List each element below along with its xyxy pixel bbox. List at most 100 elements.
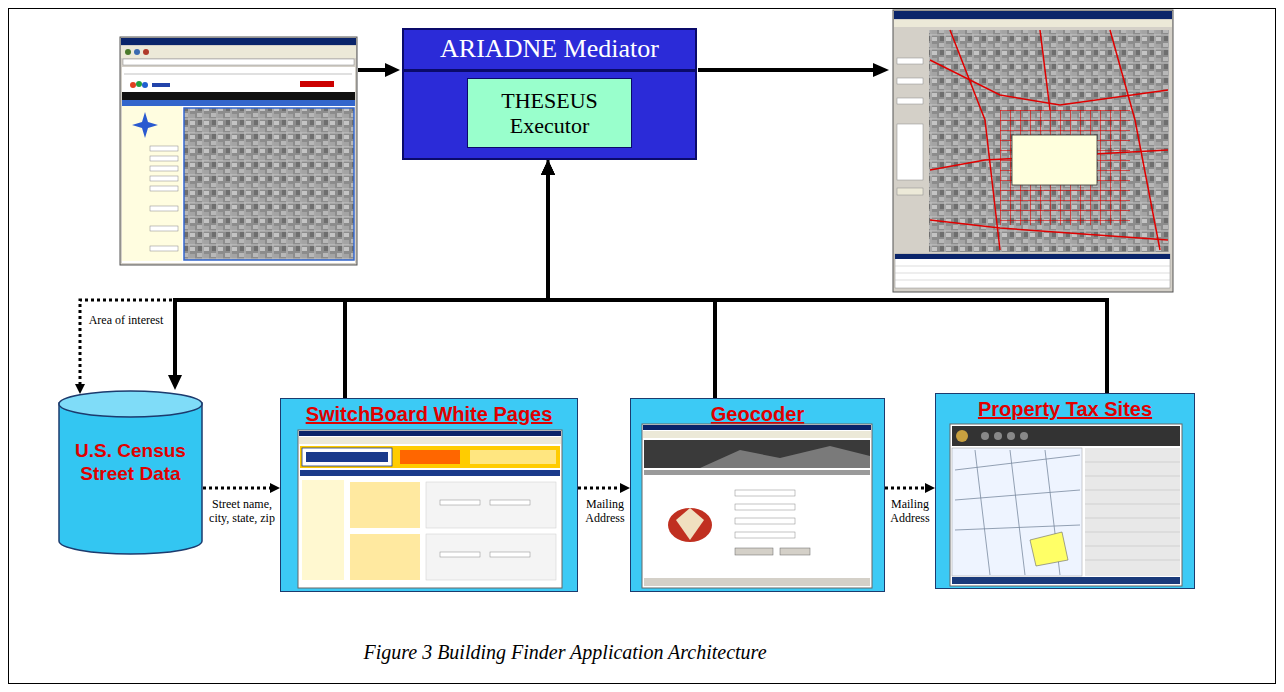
integration-screenshot-part [950, 30, 1000, 250]
integration-screenshot-part [895, 254, 1170, 288]
property-tax-screenshot-part [950, 424, 1182, 586]
integration-screenshot-part [897, 78, 923, 84]
integration-screenshot-part [1110, 30, 1160, 250]
switchboard-screenshot-part [440, 552, 480, 557]
terraservice-screenshot-part [150, 146, 178, 151]
switchboard-screenshot-part [302, 480, 344, 580]
figure-caption: Figure 3 Building Finder Application Arc… [220, 641, 910, 664]
node-label: U.S. Census Street Data [58, 390, 203, 496]
flow-arrow-part [385, 63, 400, 77]
geocoder-screenshot-part [668, 508, 712, 542]
switchboard-screenshot-part [350, 482, 420, 528]
property-tax-screenshot-part [1007, 432, 1015, 440]
integration-screenshot-part [1000, 110, 1130, 225]
data-bus-connector [548, 175, 1107, 393]
property-tax-screenshot-part [994, 432, 1002, 440]
flow-arrow-part [358, 68, 386, 72]
integration-screenshot-part [893, 10, 1173, 292]
switchboard-screenshot-part [400, 450, 460, 464]
node-label: Geocoder [631, 399, 884, 429]
terraservice-screenshot-part [122, 100, 355, 106]
integration-screenshot [893, 10, 1173, 292]
flow-arrow-part [698, 68, 874, 72]
property-tax-screenshot-part [1020, 432, 1028, 440]
integration-screenshot-part [894, 11, 1172, 19]
edge-label: Mailing Address [886, 496, 934, 527]
geocoder-screenshot-part [642, 424, 872, 588]
switchboard-screenshot-part [426, 534, 556, 580]
property-tax-screenshot-part [981, 432, 989, 440]
geocoder-screenshot-part [644, 470, 870, 475]
terraservice-screenshot-part [142, 82, 148, 88]
integration-screenshot-part [897, 98, 923, 104]
node-label: THESEUS Executor [468, 84, 631, 143]
switchboard-screenshot-part [299, 431, 561, 436]
switchboard-screenshot-part [300, 470, 560, 476]
switchboard-screenshot-part [299, 437, 561, 444]
integration-screenshot-part [895, 30, 927, 252]
terraservice-screenshot-part [121, 38, 356, 45]
switchboard-screenshot-part [490, 552, 530, 557]
integration-screenshot-part [895, 273, 1170, 274]
integration-screenshot-part [897, 58, 923, 64]
mediator-box: ARIADNE MediatorTHESEUS Executor [402, 28, 697, 160]
integration-screenshot-part [895, 266, 1170, 267]
dataflow-connector [80, 160, 548, 384]
geocoder-screenshot [642, 424, 872, 588]
property-tax-screenshot-part [952, 577, 1180, 584]
integration-screenshot-part [895, 280, 1170, 281]
switchboard-screenshot-part [298, 430, 562, 588]
terraservice-screenshot-part [130, 82, 136, 88]
switchboard-screenshot-part [350, 534, 420, 580]
property-tax-screenshot [950, 424, 1182, 586]
executor-box: THESEUS Executor [467, 78, 632, 148]
geocoder-screenshot-part [735, 490, 795, 496]
geocoder-screenshot-part [735, 504, 795, 510]
integration-screenshot-part [897, 188, 923, 195]
integration-screenshot-part [894, 20, 1172, 27]
terraservice-screenshot-part [150, 166, 178, 171]
terraservice-screenshot-part [122, 106, 182, 261]
integration-screenshot-part [1012, 135, 1097, 185]
property-tax-screenshot-part [1085, 546, 1180, 547]
node-label: Property Tax Sites [936, 394, 1194, 424]
property-tax-screenshot-part [1085, 462, 1180, 463]
flow-arrow-part [873, 63, 889, 77]
figure-frame [9, 9, 1276, 684]
integration-screenshot-part [897, 124, 923, 180]
geocoder-screenshot-part [644, 578, 870, 586]
switchboard-screenshot-part [470, 450, 556, 464]
terraservice-screenshot-part [123, 59, 354, 65]
data-bus-connector [175, 175, 548, 375]
property-tax-screenshot-part [1085, 532, 1180, 533]
geocoder-screenshot-part [735, 518, 795, 524]
terraservice-screenshot-part [122, 67, 355, 263]
geocoder-screenshot-part [643, 425, 871, 430]
edge-label: Area of interest [86, 312, 166, 328]
database-cylinder: U.S. Census Street Data [58, 390, 203, 555]
switchboard-screenshot-part [490, 500, 530, 505]
edge-label: Street name, city, state, zip [206, 496, 278, 527]
property-tax-screenshot-part [1085, 476, 1180, 477]
property-tax-screenshot-part [1085, 448, 1180, 576]
geocoder-screenshot-part [735, 532, 795, 538]
property-tax-screenshot-part [952, 426, 1180, 446]
node-label: SwitchBoard White Pages [281, 399, 577, 429]
terraservice-screenshot-part [150, 226, 178, 231]
property-tax-screenshot-part [1085, 504, 1180, 505]
property-tax-screenshot-part [1085, 560, 1180, 561]
terraservice-screenshot-part [150, 246, 178, 251]
terraservice-screenshot [120, 37, 357, 265]
switchboard-screenshot-part [300, 446, 560, 468]
property-tax-screenshot-part [1085, 518, 1180, 519]
terraservice-screenshot-part [184, 108, 354, 260]
property-tax-screenshot-part [955, 450, 1080, 575]
property-tax-screenshot-part [1085, 490, 1180, 491]
terraservice-screenshot-part [150, 176, 178, 181]
property-tax-screenshot-part [1030, 532, 1068, 566]
terraservice-screenshot-part [152, 83, 170, 87]
terraservice-screenshot-part [132, 112, 158, 138]
switchboard-screenshot-part [306, 452, 388, 462]
integration-screenshot-part [895, 254, 1170, 259]
